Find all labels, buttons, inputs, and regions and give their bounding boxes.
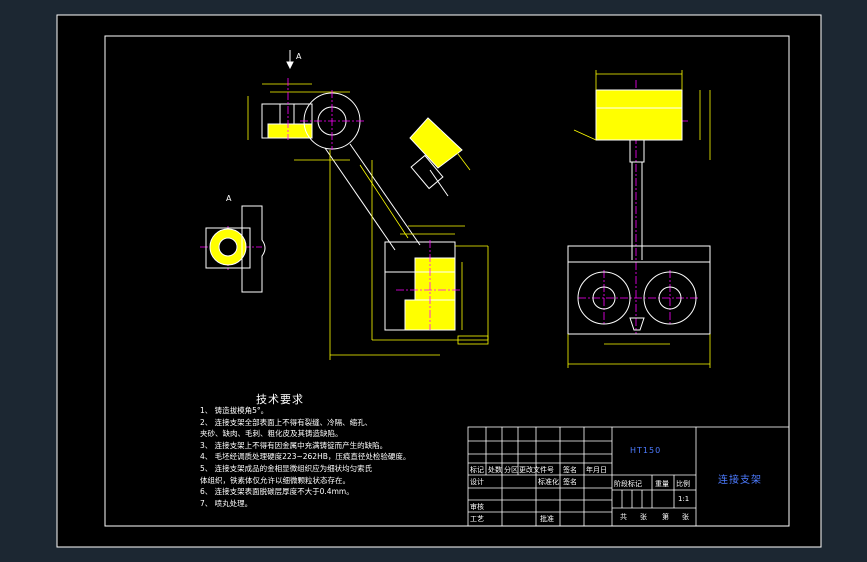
standardization-label: 标准化 [538,478,559,486]
weight-label: 重量 [655,480,669,488]
header-signature: 签名 [563,466,577,474]
technical-requirements-title: 技术要求 [256,393,304,406]
review-label: 审核 [470,503,484,511]
drawing-border [104,35,790,527]
section-arrow-label: A [296,52,302,61]
total-label: 共 [620,513,627,521]
requirement-item: 5、 连接支架成品的金相显微组织应为细状均匀索氏 [200,463,373,473]
requirement-item: 4、 毛坯经调质处理硬度223~262HB，压痕直径处检验硬度。 [200,452,411,462]
sheet-unit2-label: 张 [682,513,689,521]
requirement-item: 体组织，铁素体仅允许以细微颗粒状态存在。 [200,475,350,485]
header-mark: 标记 [470,466,484,474]
section-view-a [205,205,266,293]
scale-label: 比例 [676,480,690,488]
stage-mark-label: 阶段标记 [614,480,642,488]
section-view-label: A [226,194,232,203]
side-view [567,89,711,335]
sheet-unit-label: 张 [640,513,647,521]
technical-requirements-list: 1、 铸造拔模角5°。 2、 连接支架全部表面上不得有裂缝、冷隔、缩孔、 夹砂、… [200,405,410,509]
header-date: 年月日 [586,466,607,474]
scale-value: 1:1 [678,495,690,503]
header-change-doc: 更改文件号 [519,466,554,474]
side-view-dimensions [567,70,711,368]
signature-label: 签名 [563,478,577,486]
requirement-item: 3、 连接支架上不得有因金属中充满铸锭而产生的缺陷。 [200,440,388,450]
requirement-item: 2、 连接支架全部表面上不得有裂缝、冷隔、缩孔、 [200,417,373,427]
requirement-item: 6、 连接支架表面脱碳层厚度不大于0.4mm。 [200,487,354,497]
front-view-dimensions [247,83,489,360]
requirement-item: 7、 喷丸处理。 [200,498,253,508]
part-name: 连接支架 [718,475,762,486]
requirement-item: 1、 铸造拔模角5°。 [200,406,269,415]
design-label: 设计 [470,478,484,486]
requirement-item: 夹砂、缺肉、毛刺、粗化皮及其铸造缺陷。 [200,429,343,439]
sheet-label: 第 [662,513,669,521]
material-code: HT150 [630,446,662,455]
header-zone: 分区 [504,466,518,474]
title-block [467,426,790,527]
header-count: 处数 [488,466,502,474]
approve-label: 批准 [540,515,554,523]
process-label: 工艺 [470,515,484,523]
